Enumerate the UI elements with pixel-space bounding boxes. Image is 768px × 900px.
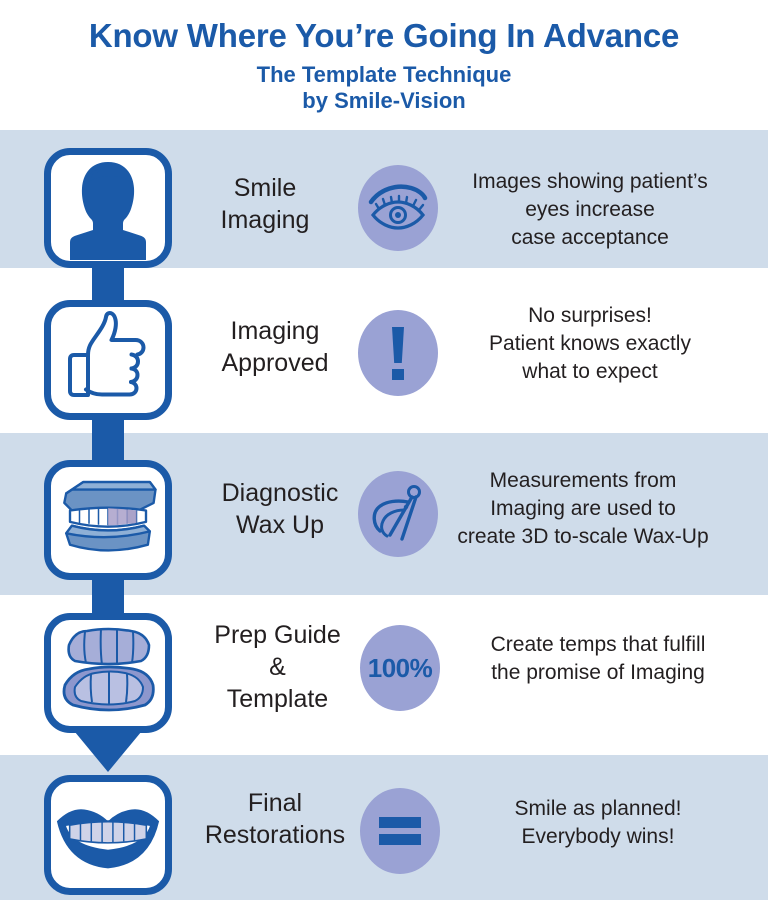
step-label-1-line-2: Imaging (220, 206, 310, 234)
benefit-text-5-line-1: Smile as planned! (514, 797, 682, 820)
page-title: Know Where You’re Going In Advance (88, 17, 680, 54)
benefit-text-3: Measurements from Imaging are used to cr… (418, 467, 748, 551)
step-label-5: Final Restorations (180, 787, 370, 851)
benefit-badge-2 (358, 310, 438, 396)
benefit-text-1-line-2: eyes increase (525, 198, 655, 221)
step-label-1-line-1: Smile (233, 174, 297, 202)
step-icon-box-2 (44, 300, 172, 420)
benefit-text-4: Create temps that fulfill the promise of… (448, 631, 748, 687)
benefit-text-4-line-2: the promise of Imaging (491, 661, 705, 684)
step-label-3-line-2: Wax Up (236, 511, 324, 539)
step-label-2-line-2: Approved (221, 349, 329, 377)
step-label-5-line-1: Final (247, 789, 303, 817)
flow-arrowhead-icon (70, 726, 146, 772)
step-label-3: Diagnostic Wax Up (190, 477, 370, 541)
step-label-2-line-1: Imaging (230, 317, 320, 345)
step-label-4-line-2: & (269, 653, 286, 681)
step-icon-box-4 (44, 613, 172, 733)
step-icon-box-1 (44, 148, 172, 268)
benefit-text-2-line-1: No surprises! (528, 304, 652, 327)
prep-guide-icon (62, 627, 155, 712)
subtitle-line-1: The Template Technique (256, 62, 512, 87)
step-row-final-restorations: Final Restorations Smile as planned! Eve… (0, 755, 768, 900)
smiling-mouth-icon (56, 809, 160, 869)
thumbs-up-icon (68, 311, 146, 397)
benefit-badge-4: 100% (360, 625, 440, 711)
benefit-badge-3 (358, 471, 438, 557)
benefit-text-4-line-1: Create temps that fulfill (490, 633, 706, 656)
step-label-1: Smile Imaging (190, 172, 340, 236)
step-label-2: Imaging Approved (190, 315, 360, 379)
benefit-text-3-line-3: create 3D to-scale Wax-Up (457, 525, 709, 548)
benefit-text-3-line-2: Imaging are used to (490, 497, 676, 520)
exclamation-icon (392, 327, 404, 380)
page-subtitle: The Template Technique by Smile-Vision (0, 62, 768, 114)
benefit-badge-5 (360, 788, 440, 874)
eye-icon (368, 184, 428, 230)
subtitle-line-2: by Smile-Vision (302, 88, 466, 113)
benefit-text-2-line-3: what to expect (522, 360, 658, 383)
step-label-4: Prep Guide & Template (190, 619, 365, 715)
step-row-diagnostic-wax-up: Diagnostic Wax Up Measurements from Imag… (0, 433, 768, 595)
step-row-smile-imaging: Smile Imaging Images showing patient’s e… (0, 130, 768, 268)
step-row-imaging-approved: Imaging Approved No surprises! Patient k… (0, 268, 768, 433)
step-label-5-line-2: Restorations (204, 821, 346, 849)
benefit-text-2: No surprises! Patient knows exactly what… (440, 302, 740, 386)
benefit-text-3-line-1: Measurements from (489, 469, 677, 492)
calipers-icon (372, 485, 421, 541)
step-label-4-line-3: Template (226, 685, 329, 713)
step-icon-box-3 (44, 460, 172, 580)
benefit-text-1: Images showing patient’s eyes increase c… (440, 168, 740, 252)
benefit-text-5: Smile as planned! Everybody wins! (448, 795, 748, 851)
benefit-text-2-line-2: Patient knows exactly (489, 332, 691, 355)
header: Know Where You’re Going In Advance The T… (0, 0, 768, 130)
step-label-4-line-1: Prep Guide (214, 621, 341, 649)
benefit-text-1-line-1: Images showing patient’s (472, 170, 708, 193)
step-label-3-line-1: Diagnostic (221, 479, 339, 507)
person-silhouette-icon (70, 162, 146, 260)
benefit-text-5-line-2: Everybody wins! (521, 825, 675, 848)
benefit-badge-1 (358, 165, 438, 251)
step-row-prep-guide: Prep Guide & Template 100% Create temps … (0, 595, 768, 755)
dental-model-icon (63, 480, 157, 552)
equals-icon (379, 817, 421, 845)
percent-badge-label: 100% (367, 652, 433, 683)
step-icon-box-5 (44, 775, 172, 895)
benefit-text-1-line-3: case acceptance (511, 226, 669, 249)
